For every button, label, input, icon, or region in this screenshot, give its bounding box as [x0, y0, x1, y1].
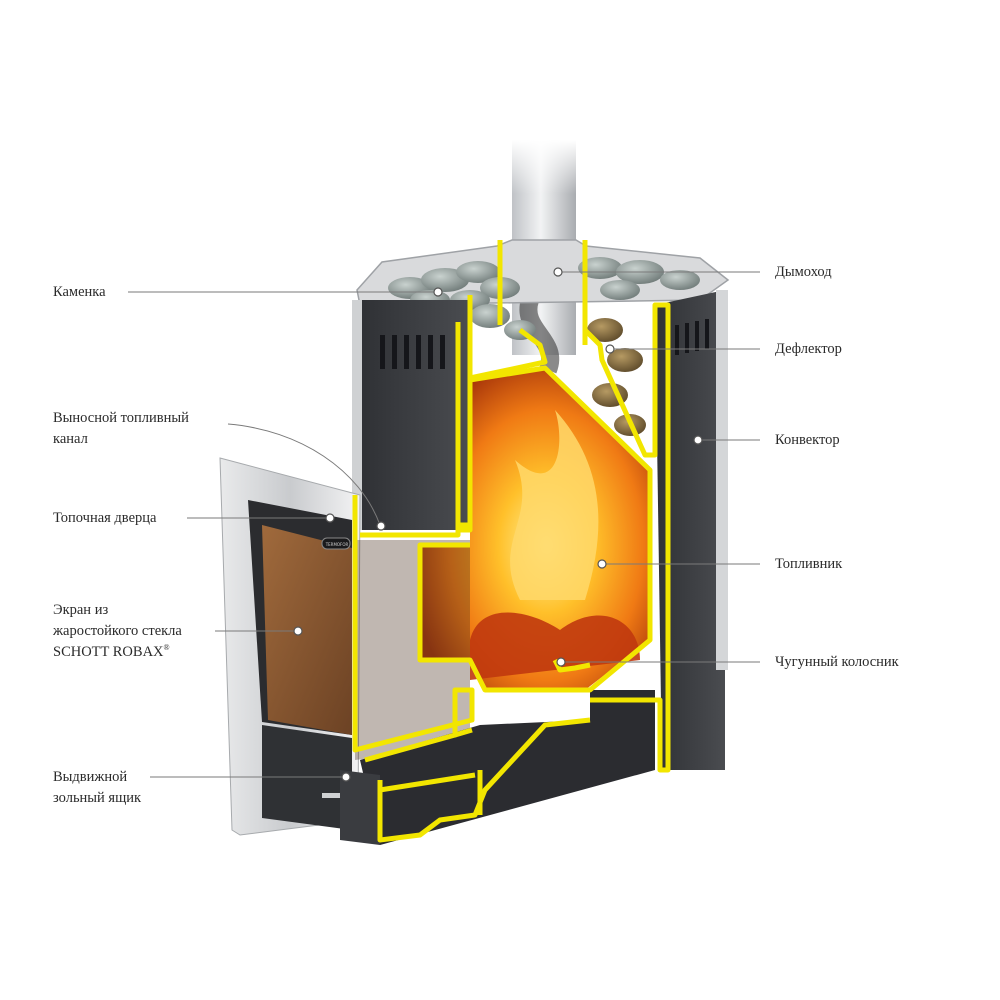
label-convector: Конвектор: [775, 430, 840, 451]
label-kamenka: Каменка: [53, 282, 106, 303]
label-fuel-channel: Выносной топливный канал: [53, 408, 189, 450]
label-ash-box-line2: зольный ящик: [53, 788, 141, 809]
label-glass-screen: Экран из жаростойкого стекла SCHOTT ROBA…: [53, 600, 182, 663]
label-glass-brand: SCHOTT ROBAX: [53, 644, 164, 660]
door-badge: TERMOFOR: [323, 540, 351, 549]
label-grate: Чугунный колосник: [775, 652, 899, 673]
label-glass-line3: SCHOTT ROBAX®: [53, 642, 182, 663]
label-firebox: Топливник: [775, 554, 842, 575]
label-fuel-channel-line2: канал: [53, 429, 189, 450]
registered-mark: ®: [164, 643, 170, 652]
label-ash-box: Выдвижной зольный ящик: [53, 767, 141, 809]
label-deflector: Дефлектор: [775, 339, 842, 360]
label-glass-line2: жаростойкого стекла: [53, 621, 182, 642]
label-fire-door: Топочная дверца: [53, 508, 156, 529]
label-chimney: Дымоход: [775, 262, 832, 283]
label-glass-line1: Экран из: [53, 600, 182, 621]
label-ash-box-line1: Выдвижной: [53, 767, 141, 788]
label-fuel-channel-line1: Выносной топливный: [53, 408, 189, 429]
